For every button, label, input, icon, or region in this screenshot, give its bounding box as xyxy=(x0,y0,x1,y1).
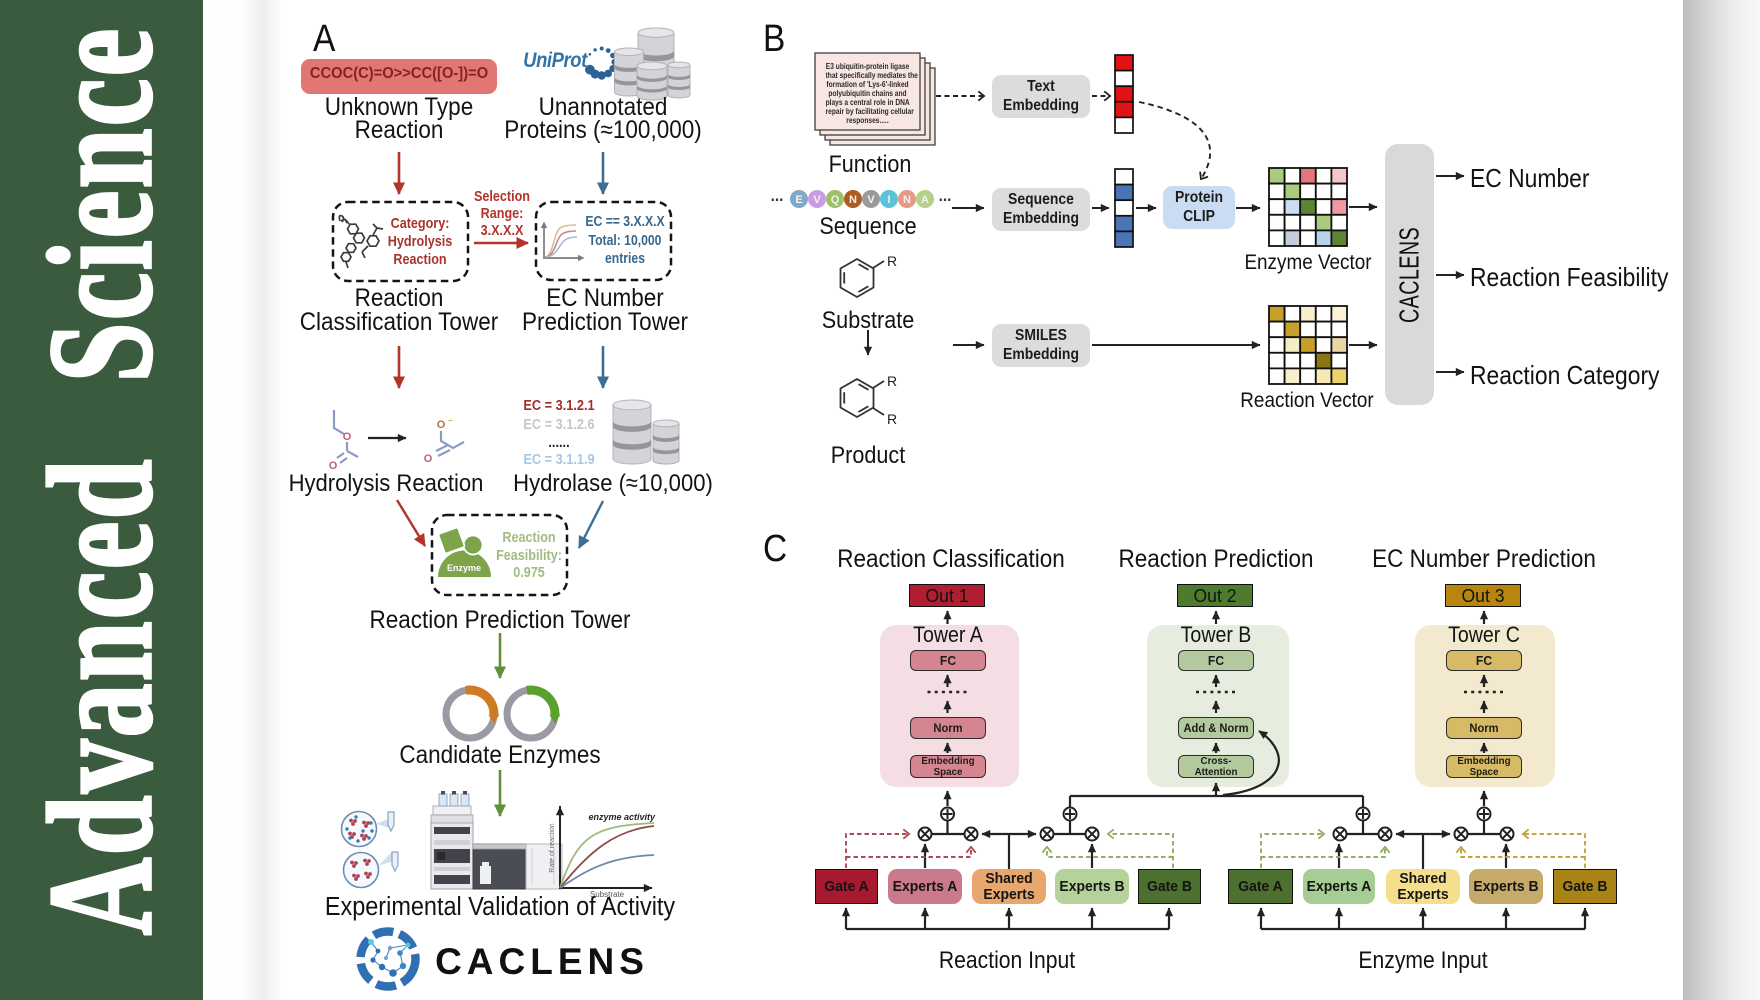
svg-text:R: R xyxy=(887,411,897,427)
svg-text:Rate of reaction: Rate of reaction xyxy=(549,823,556,873)
svg-text:Substrate: Substrate xyxy=(590,890,625,899)
svg-text:E: E xyxy=(795,194,802,206)
svg-text:V: V xyxy=(867,194,875,206)
svg-text:N: N xyxy=(849,194,857,206)
svg-text:Enzyme: Enzyme xyxy=(447,563,481,573)
svg-text:−: − xyxy=(448,416,453,425)
svg-text:I: I xyxy=(887,194,890,206)
svg-text:R: R xyxy=(887,253,897,269)
svg-text:N: N xyxy=(903,194,911,206)
svg-text:A: A xyxy=(921,194,929,206)
svg-text:R: R xyxy=(887,373,897,389)
svg-text:O: O xyxy=(329,460,338,472)
svg-text:V: V xyxy=(813,194,821,206)
svg-text:enzyme activity: enzyme activity xyxy=(588,812,656,822)
svg-text:O: O xyxy=(343,431,352,443)
svg-text:Q: Q xyxy=(831,194,840,206)
svg-text:O: O xyxy=(424,453,433,465)
svg-text:O: O xyxy=(437,419,446,431)
